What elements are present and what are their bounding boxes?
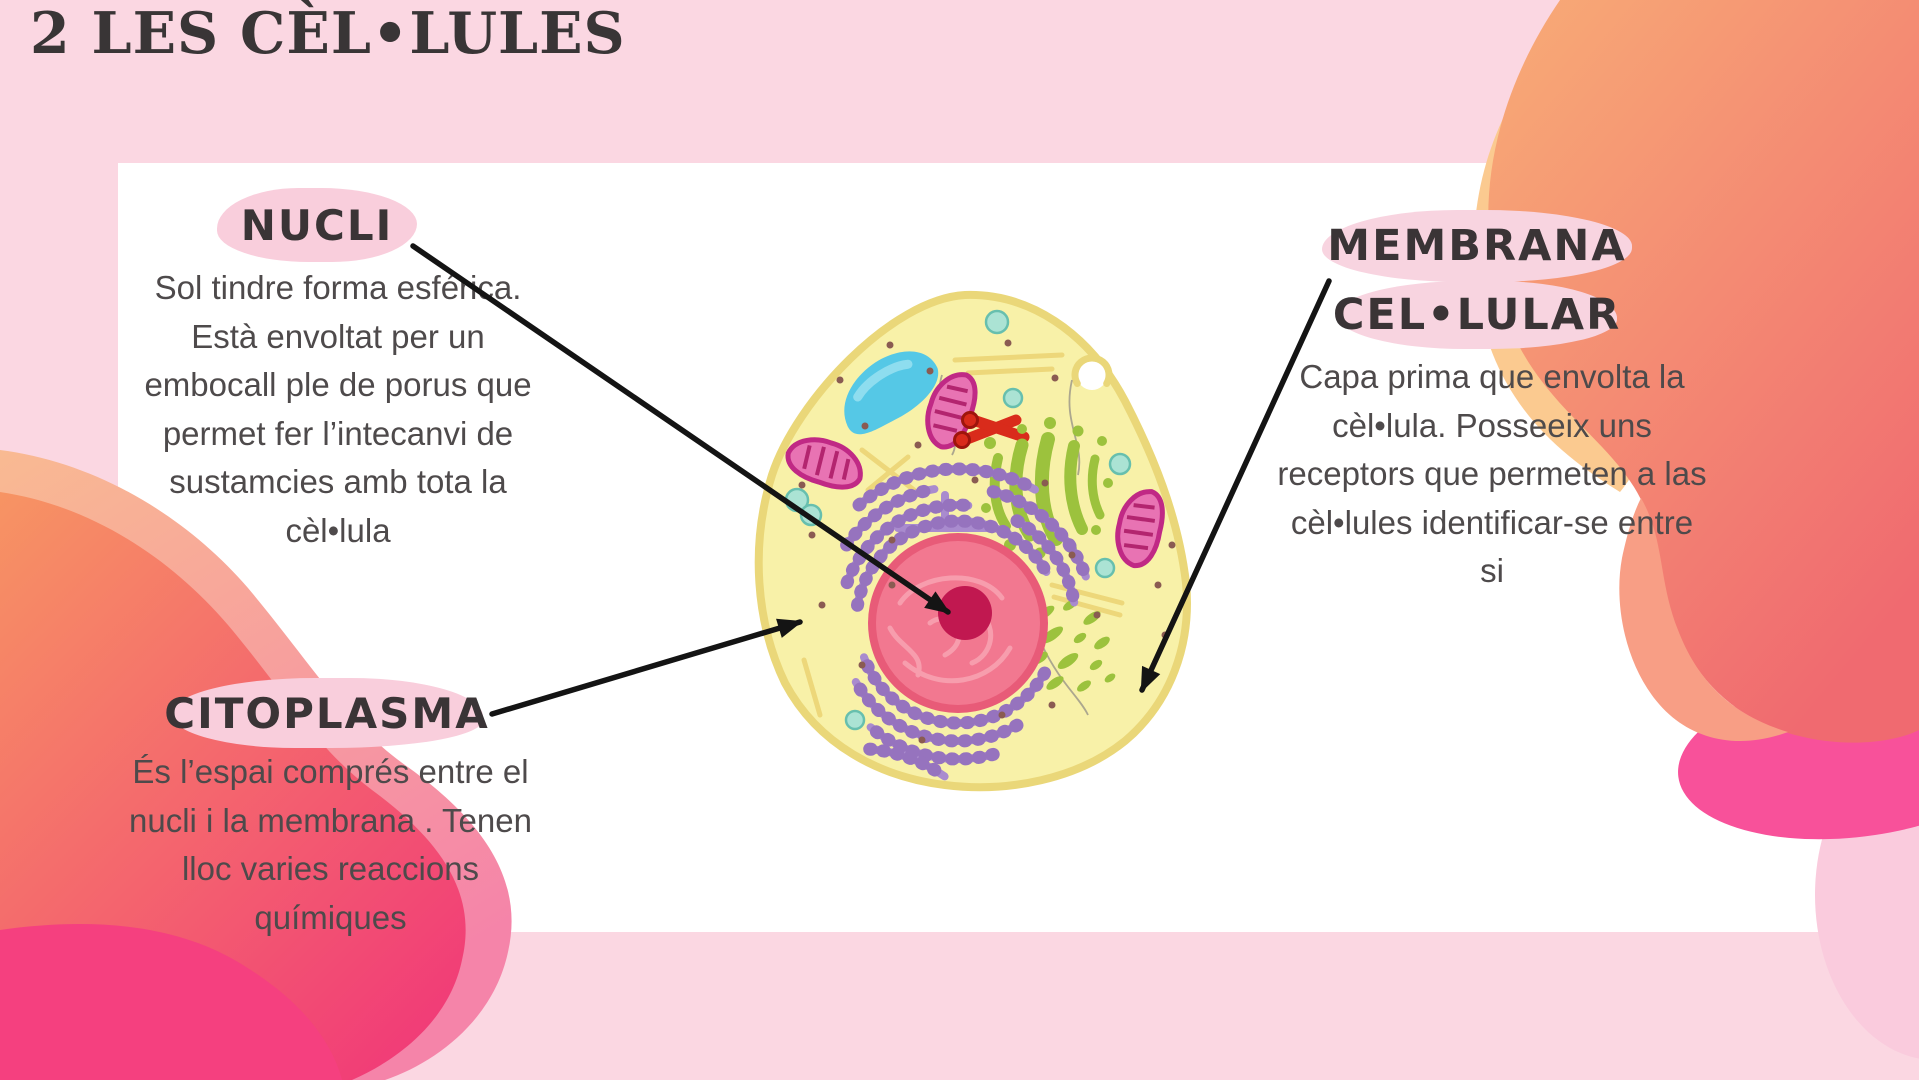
decorative-blob-bottom-left-magenta xyxy=(0,924,342,1080)
animal-cell-illustration xyxy=(754,290,1191,792)
nucleolus-icon xyxy=(938,586,992,640)
membrana-label-line1: MEMBRANA xyxy=(1322,210,1632,282)
membrana-label-line2: CEL•LULAR xyxy=(1333,281,1619,349)
nucli-description: Sol tindre forma esférica. Està envoltat… xyxy=(144,269,532,549)
citoplasma-description: És l’espai comprés entre el nucli i la m… xyxy=(129,753,532,936)
membrana-label-line1-text: MEMBRANA xyxy=(1327,221,1627,271)
decorative-blob-bottom-right-lightpink xyxy=(1815,731,1919,1059)
membrana-description: Capa prima que envolta la cèl•lula. Poss… xyxy=(1277,358,1707,589)
page-title: 2 LES CÈL•LULES xyxy=(30,0,626,67)
citoplasma-label-text: CITOPLASMA xyxy=(164,688,490,738)
centrioles-icon xyxy=(953,411,1030,449)
membrana-label-line2-text: CEL•LULAR xyxy=(1332,290,1622,340)
citoplasma-label: CITOPLASMA xyxy=(164,678,488,748)
nucleus-icon xyxy=(868,533,1048,713)
nucli-label: NUCLI xyxy=(217,188,417,262)
nucli-label-text: NUCLI xyxy=(240,200,394,250)
